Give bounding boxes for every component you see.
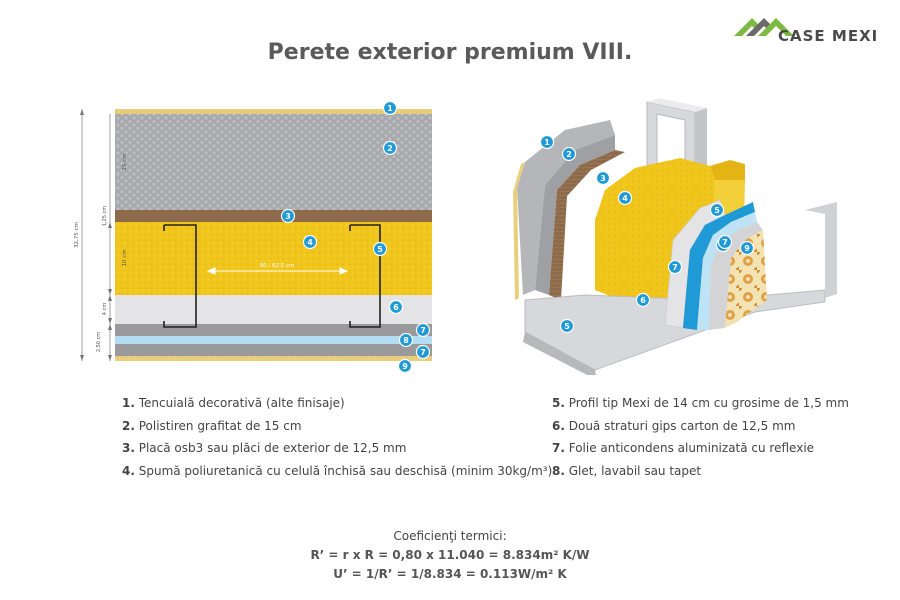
legend-number: 5.: [552, 396, 565, 410]
layer-graphite-eps: [115, 114, 432, 210]
marker-number: 7: [722, 238, 728, 247]
marker-badge: [559, 318, 575, 334]
dim-125cm: 1,25 cm: [102, 206, 108, 226]
plaster-edge: [513, 162, 525, 300]
legend-text: Două straturi gips carton de 12,5 mm: [564, 418, 796, 433]
marker-number: 6: [640, 296, 646, 305]
marker-number: 5: [714, 206, 720, 215]
coef-heading: Coeficienţi termici:: [393, 529, 507, 543]
layer-foam: [115, 222, 432, 295]
legend-text: Folie anticondens aluminizată cu reflexi…: [564, 441, 815, 455]
legend-number: 4.: [122, 463, 135, 478]
stud-profile-left: [163, 224, 197, 328]
marker-badge: [595, 170, 611, 186]
legend-number: 7.: [552, 441, 565, 455]
marker-number: 2: [566, 150, 572, 159]
layer-plaster-top: [115, 109, 432, 114]
legend-item: 6. Două straturi gips carton de 12,5 mm: [552, 415, 849, 438]
marker-badge: [382, 140, 398, 156]
layer-plaster-bottom: [115, 356, 432, 361]
eps-layer: [517, 120, 615, 295]
legend-number: 2.: [122, 418, 135, 433]
wall-3d-diagram: 12345678795: [513, 98, 837, 375]
page-title: Perete exterior premium VIII.: [267, 40, 633, 65]
marker-number: 9: [402, 362, 408, 371]
legend-item: 8. Glet, lavabil sau tapet: [552, 460, 849, 483]
legend-item: 7. Folie anticondens aluminizată cu refl…: [552, 437, 849, 460]
marker-number: 7: [420, 326, 426, 335]
brand-logo: [734, 18, 794, 36]
layer-gray-1: [115, 324, 432, 336]
interior-finish: [725, 230, 767, 328]
osb-layer: [549, 150, 625, 300]
legend-number: 3.: [122, 441, 135, 455]
marker-number: 6: [393, 303, 399, 312]
dim-10cm: 10 cm: [122, 249, 128, 266]
marker-number: 4: [307, 238, 313, 247]
legend-text: Placă osb3 sau plăci de exterior de 12,5…: [134, 441, 407, 455]
marker-badge: [280, 208, 296, 224]
marker-badge: [398, 332, 414, 348]
marker-badge: [667, 259, 683, 275]
legend-left: 1. Tencuială decorativă (alte finisaje)2…: [122, 392, 552, 482]
legend-number: 6.: [552, 418, 565, 433]
marker-number: 4: [622, 194, 628, 203]
marker-number: 8: [403, 336, 409, 345]
legend-item: 2. Polistiren grafitat de 15 cm: [122, 415, 552, 438]
marker-badge: [382, 100, 398, 116]
legend-text: Glet, lavabil sau tapet: [564, 463, 702, 478]
marker-badge: [561, 146, 577, 162]
legend-number: 8.: [552, 463, 565, 478]
marker-badge: [739, 240, 755, 256]
dim-4cm: 4 cm: [102, 303, 108, 316]
marker-badge: [397, 358, 413, 374]
marker-badge: [415, 322, 431, 338]
marker-badge: [709, 202, 725, 218]
legend-text: Spumă poliuretanică cu celulă închisă sa…: [134, 463, 553, 478]
layer-gray-2: [115, 344, 432, 356]
marker-number: 3: [285, 212, 291, 221]
legend-item: 4. Spumă poliuretanică cu celulă închisă…: [122, 460, 552, 483]
marker-badge: [539, 134, 555, 150]
stud-profile-right: [349, 224, 381, 328]
marker-number: 2: [387, 144, 393, 153]
marker-badge: [372, 241, 388, 257]
dim-250cm: 2,50 cm: [96, 332, 102, 352]
marker-badge: [717, 234, 733, 250]
marker-number: 3: [600, 174, 606, 183]
coef-u-value: U’ = 1/R’ = 1/8.834 = 0.113W/m² K: [333, 567, 567, 581]
legend-text: Polistiren grafitat de 15 cm: [134, 418, 302, 433]
dim-total: 32,75 cm: [74, 222, 80, 248]
marker-badge: [415, 344, 431, 360]
marker-badge: [617, 190, 633, 206]
layer-foil: [115, 336, 432, 344]
thermal-coefficients: Coeficienţi termici: R’ = r x R = 0,80 x…: [0, 527, 900, 584]
spacing-arrow: [206, 267, 349, 275]
marker-number: 7: [420, 348, 426, 357]
marker-number: 1: [544, 138, 550, 147]
marker-badge: [302, 234, 318, 250]
legend-right: 5. Profil tip Mexi de 14 cm cu grosime d…: [552, 392, 849, 482]
legend-text: Profil tip Mexi de 14 cm cu grosime de 1…: [564, 396, 849, 410]
legend-number: 1.: [122, 396, 135, 410]
marker-number: 5: [377, 245, 383, 254]
wall-section-diagram: 60 / 62,5 cm 32,75 cm 15 cm 1,25 cm 10 c…: [74, 100, 432, 374]
marker-badge: [635, 292, 651, 308]
coef-r-value: R’ = r x R = 0,80 x 11.040 = 8.834m² K/W: [310, 548, 590, 562]
marker-badge: [388, 299, 404, 315]
marker-number: 7: [672, 263, 678, 272]
layer-drywall: [115, 295, 432, 324]
legend-item: 5. Profil tip Mexi de 14 cm cu grosime d…: [552, 392, 849, 415]
marker-number: 9: [744, 244, 750, 253]
marker-number: 5: [564, 322, 570, 331]
brand-name: CASE MEXI: [778, 27, 879, 45]
dim-15cm: 15 cm: [122, 153, 128, 170]
foil-layer: [683, 202, 755, 330]
dim-spacing: 60 / 62,5 cm: [260, 263, 295, 269]
legend-text: Tencuială decorativă (alte finisaje): [134, 396, 345, 410]
legend-item: 3. Placă osb3 sau plăci de exterior de 1…: [122, 437, 552, 460]
marker-number: 1: [387, 104, 393, 113]
legend-item: 1. Tencuială decorativă (alte finisaje): [122, 392, 552, 415]
layer-osb: [115, 210, 432, 222]
